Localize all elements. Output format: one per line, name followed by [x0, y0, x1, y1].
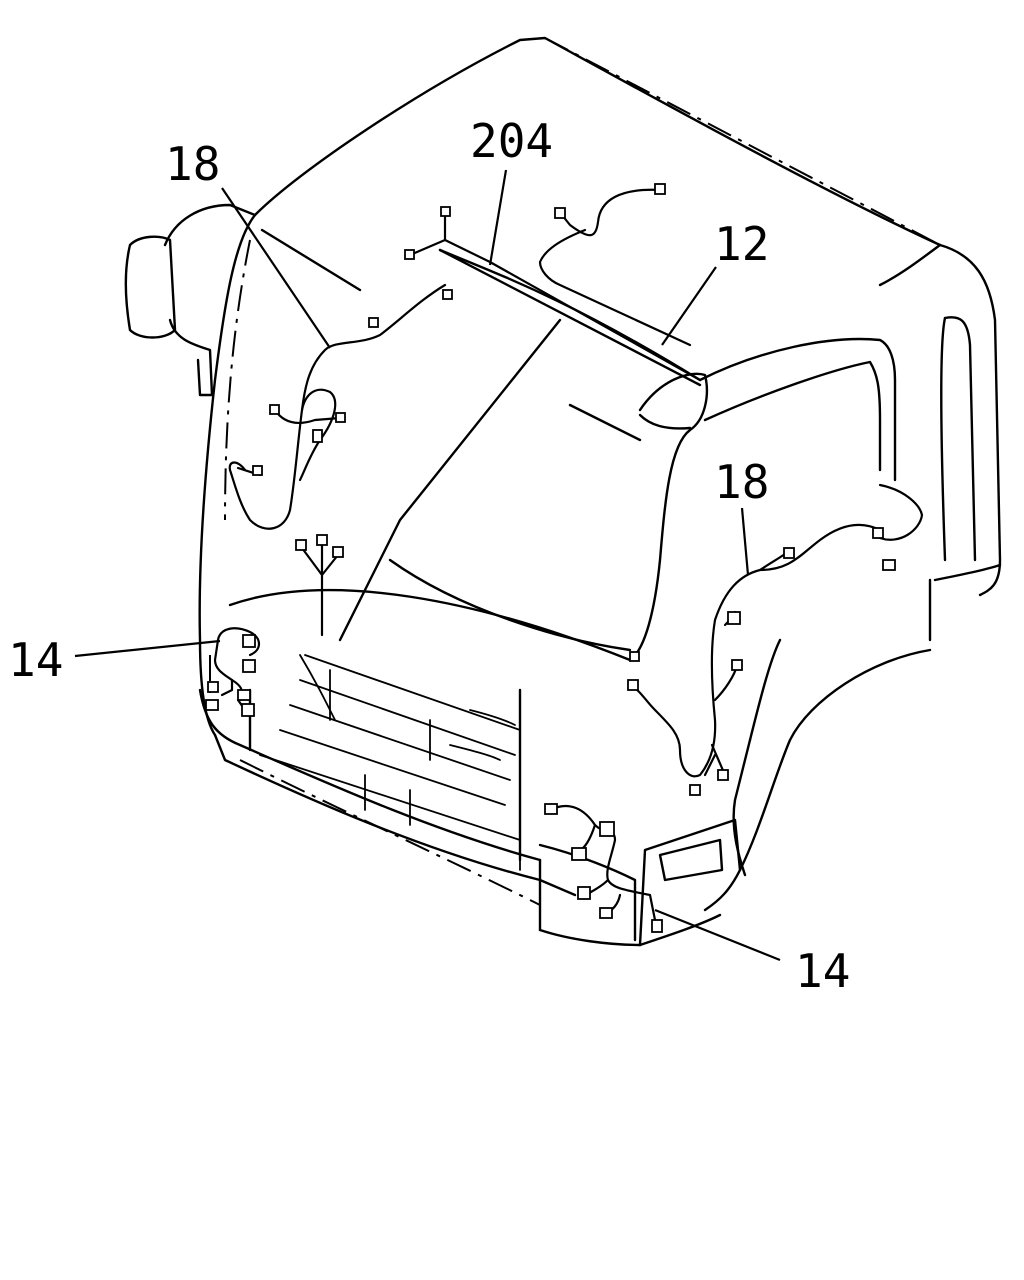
- leader-line: [221, 187, 331, 349]
- connector: [295, 539, 307, 551]
- leader-line: [74, 639, 221, 658]
- callout-18-right: 18: [714, 455, 769, 509]
- connector: [731, 659, 743, 671]
- connector: [242, 634, 256, 648]
- connector: [599, 907, 613, 919]
- callout-12: 12: [714, 217, 769, 271]
- harness-14-left: [205, 627, 261, 717]
- connector: [242, 659, 256, 673]
- connector: [717, 769, 729, 781]
- connector: [335, 412, 346, 423]
- callout-204: 204: [470, 114, 553, 168]
- connector: [269, 404, 280, 415]
- connector: [882, 559, 896, 571]
- connector: [872, 527, 884, 539]
- leader-line: [740, 507, 750, 576]
- connector: [651, 919, 663, 933]
- connector: [252, 465, 263, 476]
- connector: [404, 249, 415, 260]
- connector: [571, 847, 587, 861]
- connector: [627, 679, 639, 691]
- connector: [599, 821, 615, 837]
- connector: [554, 207, 566, 219]
- connector: [783, 547, 795, 559]
- connector: [312, 429, 323, 443]
- cab-body: [124, 36, 1002, 947]
- leader-line: [661, 266, 717, 346]
- callout-14-bottom: 14: [795, 944, 850, 998]
- connector: [544, 803, 558, 815]
- connector: [241, 703, 255, 717]
- callout-18-top-left: 18: [165, 137, 220, 191]
- connector: [316, 534, 328, 546]
- harness-14-right: [544, 803, 663, 933]
- callout-14-left: 14: [8, 633, 63, 687]
- connector: [577, 886, 591, 900]
- leader-line: [488, 169, 508, 266]
- connector: [629, 651, 640, 662]
- harness-12: [538, 183, 692, 347]
- harness-18-right: [627, 483, 924, 796]
- connector: [237, 689, 251, 701]
- harness-18-left: [228, 283, 453, 637]
- connector: [368, 317, 379, 328]
- callouts: 18 204 12 18 14 14: [8, 114, 850, 998]
- connector: [207, 681, 219, 693]
- connector: [654, 183, 666, 195]
- connector: [440, 206, 451, 217]
- connector: [205, 699, 219, 711]
- leader-lines: [74, 169, 781, 962]
- connector: [689, 784, 701, 796]
- connector: [332, 546, 344, 558]
- connector: [442, 289, 453, 300]
- connector: [727, 611, 741, 625]
- leader-line: [654, 908, 781, 962]
